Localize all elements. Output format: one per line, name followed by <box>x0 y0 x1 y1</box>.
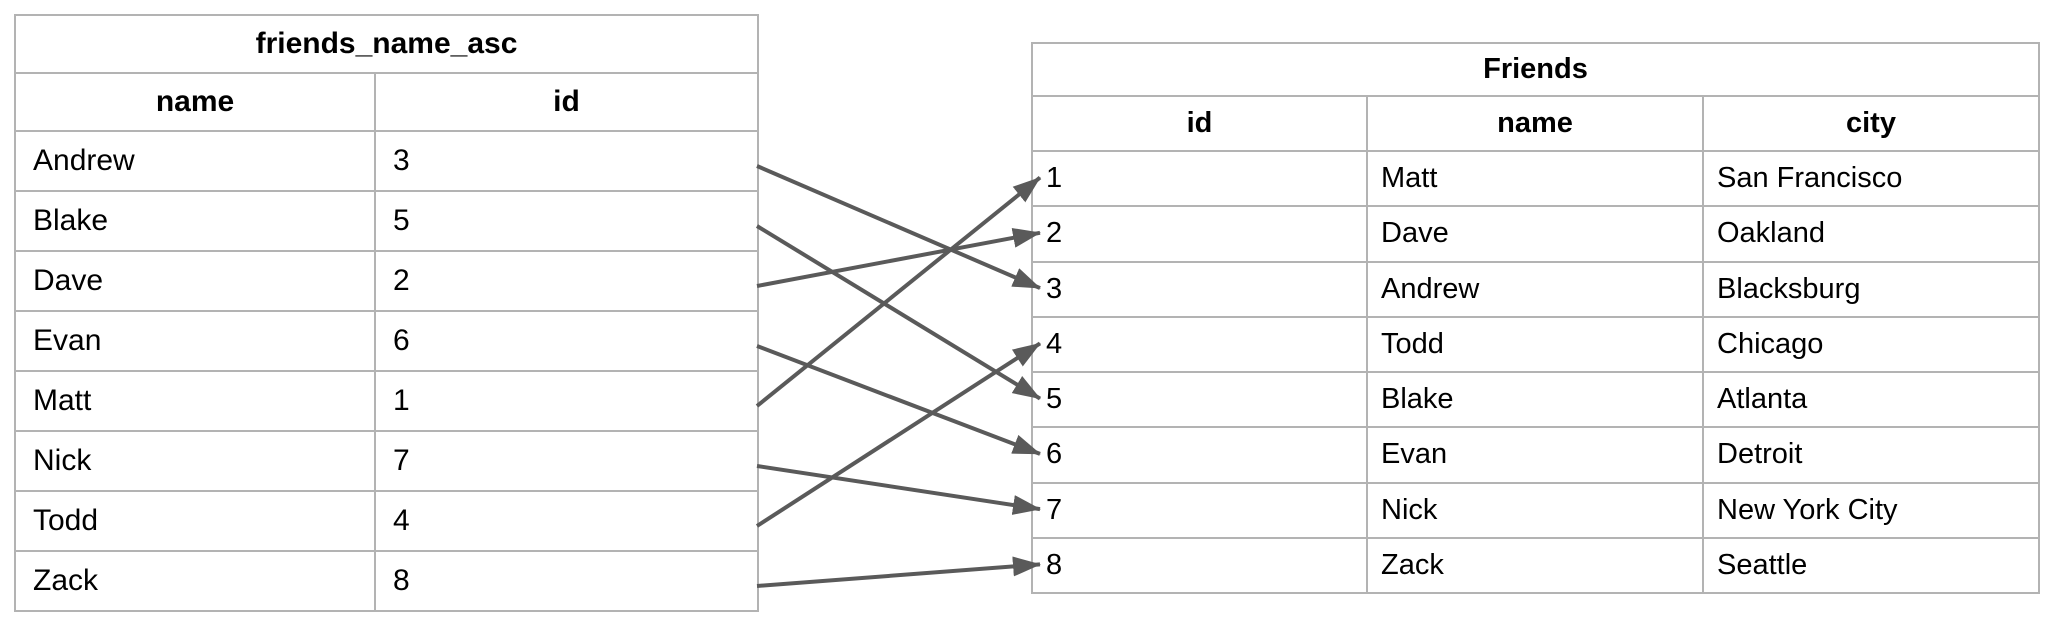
table-cell: Matt <box>14 370 376 432</box>
table-cell: 6 <box>374 310 759 372</box>
table-cell: Todd <box>14 490 376 552</box>
table-header-row: id name city <box>1031 95 2040 152</box>
table-cell: Seattle <box>1702 536 2040 595</box>
table-cell: Oakland <box>1702 205 2040 263</box>
table-cell: 7 <box>1031 481 1368 539</box>
table-title-row: friends_name_asc <box>14 14 759 74</box>
join-arrow-id-6 <box>756 344 1041 456</box>
table-cell: Atlanta <box>1702 370 2040 429</box>
table-header-row: name id <box>14 72 759 132</box>
table-cell: 5 <box>374 190 759 252</box>
table-cell: Dave <box>1366 205 1704 263</box>
table-cell: Zack <box>1366 536 1704 595</box>
table-cell: Blake <box>1366 370 1704 429</box>
left-table-header-name: name <box>14 72 376 132</box>
table-cell: Zack <box>14 550 376 612</box>
table-cell: 1 <box>1031 149 1368 208</box>
right-table-header-city: city <box>1702 95 2040 152</box>
table-cell: 6 <box>1031 426 1368 484</box>
table-cell: 8 <box>1031 536 1368 595</box>
table-cell: Dave <box>14 250 376 312</box>
table-cell: Todd <box>1366 315 1704 374</box>
join-arrow-id-1 <box>755 176 1042 408</box>
table-cell: San Francisco <box>1702 149 2040 208</box>
table-cell: Nick <box>1366 481 1704 539</box>
table-cell: Chicago <box>1702 315 2040 374</box>
join-arrow-id-5 <box>755 224 1042 401</box>
table-cell: 7 <box>374 430 759 492</box>
table-cell: New York City <box>1702 481 2040 539</box>
table-cell: 5 <box>1031 370 1368 429</box>
table-cell: 8 <box>374 550 759 612</box>
join-arrow-id-3 <box>756 164 1041 290</box>
table-cell: 2 <box>374 250 759 312</box>
join-arrow-id-2 <box>756 227 1041 288</box>
right-table-header-id: id <box>1031 95 1368 152</box>
table-cell: 4 <box>374 490 759 552</box>
table-cell: Evan <box>1366 426 1704 484</box>
table-cell: Nick <box>14 430 376 492</box>
table-cell: 4 <box>1031 315 1368 374</box>
join-arrow-id-7 <box>756 464 1041 515</box>
left-table-title: friends_name_asc <box>14 14 759 74</box>
left-table-header-id: id <box>374 72 759 132</box>
table-cell: 1 <box>374 370 759 432</box>
join-arrow-id-8 <box>756 556 1041 588</box>
join-arrow-id-4 <box>755 341 1042 528</box>
table-title-row: Friends <box>1031 42 2040 97</box>
table-cell: Detroit <box>1702 426 2040 484</box>
right-table-header-name: name <box>1366 95 1704 152</box>
table-cell: Matt <box>1366 149 1704 208</box>
table-cell: Evan <box>14 310 376 372</box>
table-cell: 2 <box>1031 205 1368 263</box>
table-cell: Blake <box>14 190 376 252</box>
table-cell: 3 <box>1031 260 1368 318</box>
table-cell: Andrew <box>14 130 376 192</box>
table-cell: Andrew <box>1366 260 1704 318</box>
right-table-title: Friends <box>1031 42 2040 97</box>
table-cell: 3 <box>374 130 759 192</box>
table-cell: Blacksburg <box>1702 260 2040 318</box>
